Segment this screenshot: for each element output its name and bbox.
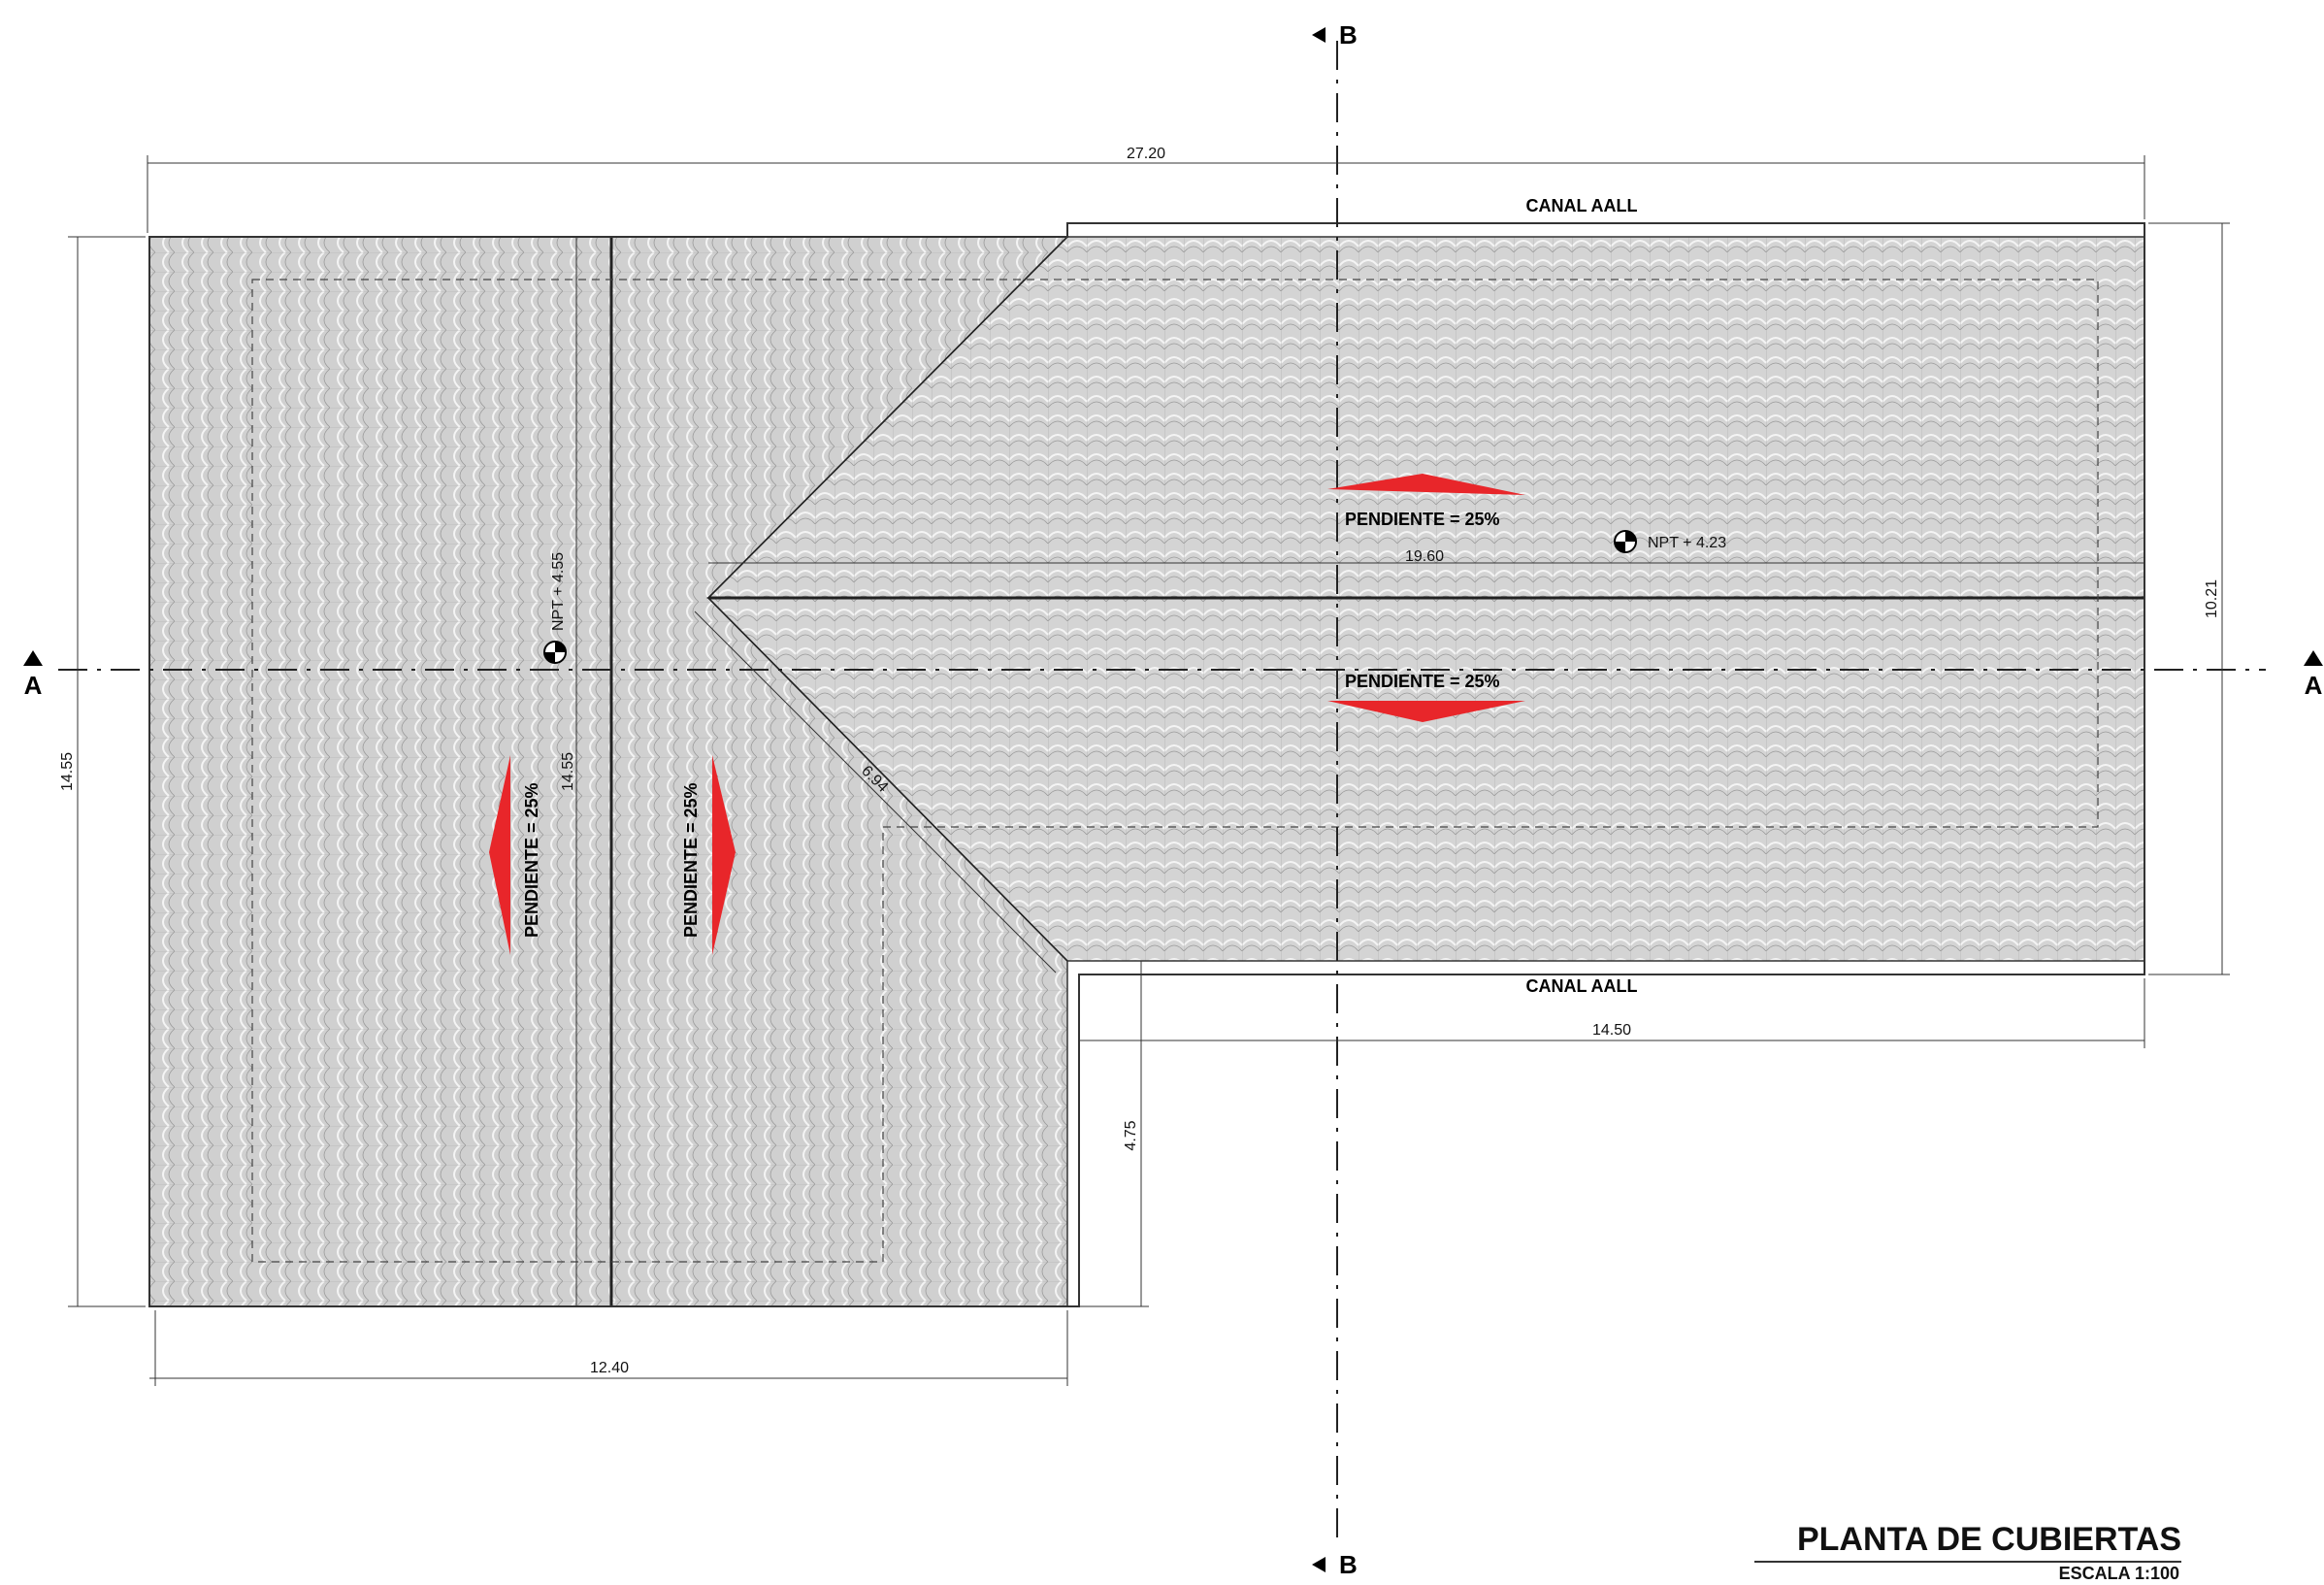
slope-label-east: PENDIENTE = 25% [681,782,701,938]
slope-label-up: PENDIENTE = 25% [1345,510,1500,529]
slope-label-west: PENDIENTE = 25% [522,782,541,938]
slope-arrow-up [1327,474,1525,495]
slope-arrow-down [1327,701,1525,722]
level-marker-right [1614,530,1637,553]
dim-left-height: 14.55 [59,752,76,791]
roof-outline [148,222,2145,1307]
dim-ell-width: 14.50 [1592,1022,1631,1039]
dim-inner-height: 14.55 [560,752,576,791]
title-block: PLANTA DE CUBIERTAS ESCALA 1:100 [1754,1520,2181,1584]
slope-arrow-east [712,755,736,955]
drawing-scale: ESCALA 1:100 [2058,1564,2179,1583]
level-marker-left [543,641,567,664]
section-marker-b-top: B [1312,20,1358,50]
svg-text:A: A [24,671,43,700]
dim-ell-depth: 4.75 [1123,1120,1139,1150]
roof-plane-left-west [148,236,612,1307]
dim-left-width: 12.40 [590,1360,629,1376]
wall-outline-dashed [251,279,2099,1263]
roof-surfaces [148,236,2145,1307]
svg-text:B: B [1339,20,1358,50]
section-marker-a-right: A [2304,650,2323,700]
hip-lower [707,597,1068,962]
slope-arrow-west [489,755,510,955]
dim-right-height: 10.21 [2204,579,2220,618]
svg-text:A: A [2305,671,2323,700]
dimension-lines [68,155,2230,1386]
title-underline [1754,1561,2181,1563]
hip-upper [707,236,1068,599]
npt-right-label: NPT + 4.23 [1648,535,1726,551]
drawing-title: PLANTA DE CUBIERTAS [1796,1521,2181,1558]
npt-left-label: NPT + 4.55 [550,552,567,631]
slope-label-down: PENDIENTE = 25% [1345,672,1500,691]
dim-ridge-length: 19.60 [1405,548,1444,565]
canal-label-bottom: CANAL AALL [1526,976,1638,996]
dim-overall-width: 27.20 [1127,146,1165,162]
svg-text:B: B [1339,1550,1358,1579]
canal-label-top: CANAL AALL [1526,196,1638,215]
ridge-lines [148,222,2145,1307]
section-marker-a-left: A [23,650,43,700]
section-marker-b-bottom: B [1312,1550,1358,1579]
section-axes [58,41,2266,1543]
